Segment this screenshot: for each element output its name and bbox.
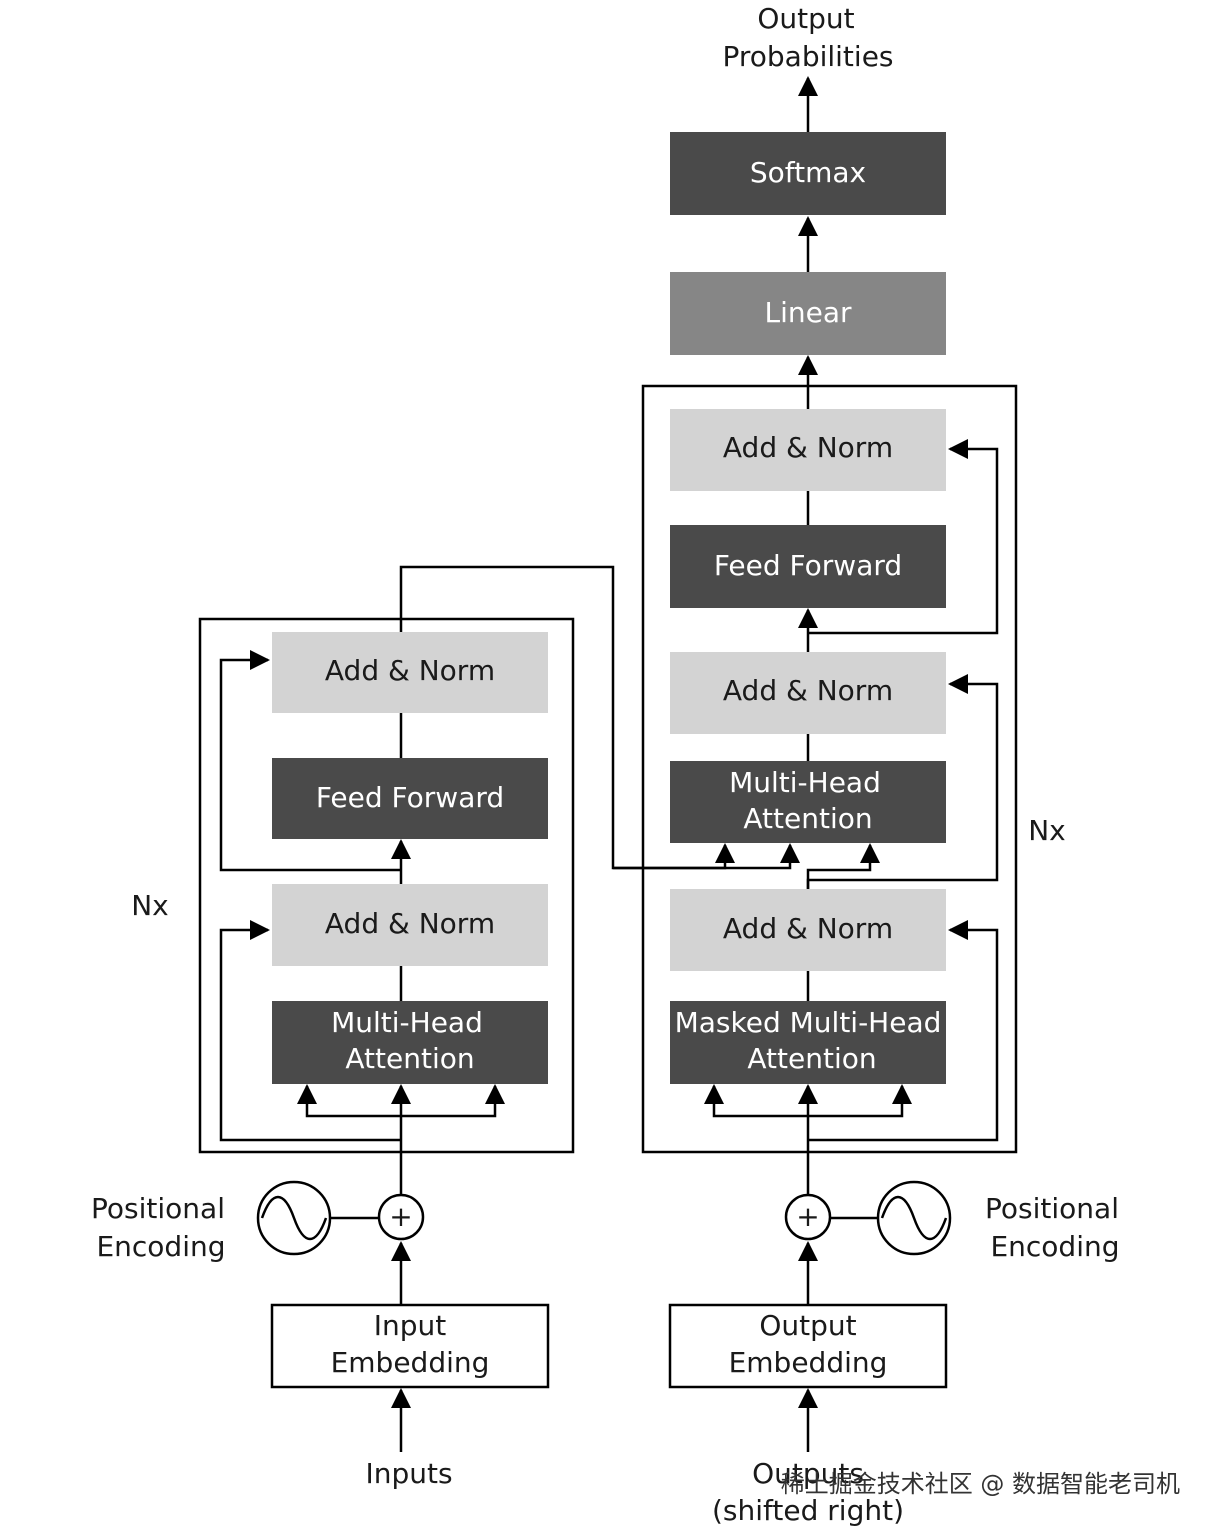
decoder-add-circle-icon: + (784, 1193, 832, 1241)
masked-multi-head-attention-block (670, 1001, 946, 1084)
decoder-cross-attention-label-line1: Multi-Head (729, 766, 881, 799)
arrow-decoder-input-to-masked-attention-q (704, 1084, 808, 1118)
outputs-label-line2: (shifted right) (712, 1494, 904, 1527)
softmax-label: Softmax (750, 156, 866, 189)
encoder-positional-encoding-label-line2: Encoding (96, 1230, 225, 1263)
output-probabilities-title-line1: Output (757, 2, 854, 35)
decoder-add-norm-bottom-block (670, 889, 946, 971)
encoder-repeat-label: Nx (131, 889, 169, 922)
decoder-ff-residual-connection (808, 439, 999, 635)
encoder-plus-symbol: + (389, 1200, 412, 1233)
outputs-label-line1: Outputs (752, 1457, 864, 1490)
input-embedding-label-line2: Embedding (331, 1346, 490, 1379)
masked-attention-label-line1: Masked Multi-Head (675, 1006, 942, 1039)
softmax-block (670, 132, 946, 215)
encoder-feed-forward-block (272, 758, 548, 839)
encoder-add-norm-top-block (272, 632, 548, 713)
encoder-add-norm-bottom-label: Add & Norm (325, 907, 495, 940)
decoder-add-norm-mid-label: Add & Norm (723, 674, 893, 707)
arrow-decoder-input-to-masked-attention-k (808, 1084, 912, 1118)
decoder-feed-forward-label: Feed Forward (714, 549, 902, 582)
decoder-positional-encoding-label-line2: Encoding (990, 1230, 1119, 1263)
decoder-repeat-label: Nx (1028, 814, 1066, 847)
encoder-stack-frame (198, 617, 575, 1154)
encoder-attention-label-line1: Multi-Head (331, 1006, 483, 1039)
arrow-encoder-input-to-attention-q (297, 1084, 401, 1118)
decoder-positional-encoding-label-line1: Positional (985, 1192, 1119, 1225)
output-probabilities-title-line2: Probabilities (722, 40, 893, 73)
decoder-feed-forward-block (670, 525, 946, 608)
decoder-plus-symbol: + (796, 1200, 819, 1233)
decoder-cross-attention-block (670, 761, 946, 843)
encoder-add-norm-bottom-block (272, 884, 548, 966)
decoder-add-norm-top-block (670, 409, 946, 491)
watermark-text: 稀土掘金技术社区 @ 数据智能老司机 (781, 1470, 1180, 1498)
input-embedding-block (270, 1303, 550, 1389)
output-embedding-block (668, 1303, 948, 1389)
encoder-feed-forward-label: Feed Forward (316, 781, 504, 814)
arrow-encoder-input-to-attention-k (401, 1084, 505, 1118)
decoder-stack-frame (641, 384, 1018, 1154)
arrow-decoder-query-to-cross-attention (806, 843, 880, 889)
linear-label: Linear (764, 296, 852, 329)
encoder-add-circle-icon: + (377, 1193, 425, 1241)
encoder-positional-encoding-label-line1: Positional (91, 1192, 225, 1225)
inputs-label: Inputs (365, 1457, 452, 1490)
decoder-cross-attention-residual-connection (806, 674, 999, 889)
decoder-add-norm-top-label: Add & Norm (723, 431, 893, 464)
encoder-attention-label-line2: Attention (345, 1042, 474, 1075)
decoder-add-norm-bottom-label: Add & Norm (723, 912, 893, 945)
masked-attention-label-line2: Attention (747, 1042, 876, 1075)
decoder-cross-attention-label-line2: Attention (743, 802, 872, 835)
encoder-output-to-cross-attention-v (613, 843, 800, 870)
decoder-add-norm-mid-block (670, 652, 946, 734)
encoder-add-norm-top-label: Add & Norm (325, 654, 495, 687)
encoder-attention-residual-connection (219, 920, 401, 1142)
output-embedding-label-line1: Output (759, 1309, 856, 1342)
decoder-positional-encoding-wave-icon (876, 1180, 952, 1256)
encoder-output-to-cross-attention-k (399, 565, 735, 870)
encoder-multi-head-attention-block (272, 1001, 548, 1084)
decoder-masked-residual-connection (808, 920, 999, 1142)
input-embedding-label-line1: Input (374, 1309, 447, 1342)
encoder-positional-encoding-wave-icon (256, 1180, 332, 1256)
encoder-ff-residual-connection (219, 650, 401, 872)
linear-block (670, 272, 946, 355)
output-embedding-label-line2: Embedding (729, 1346, 888, 1379)
